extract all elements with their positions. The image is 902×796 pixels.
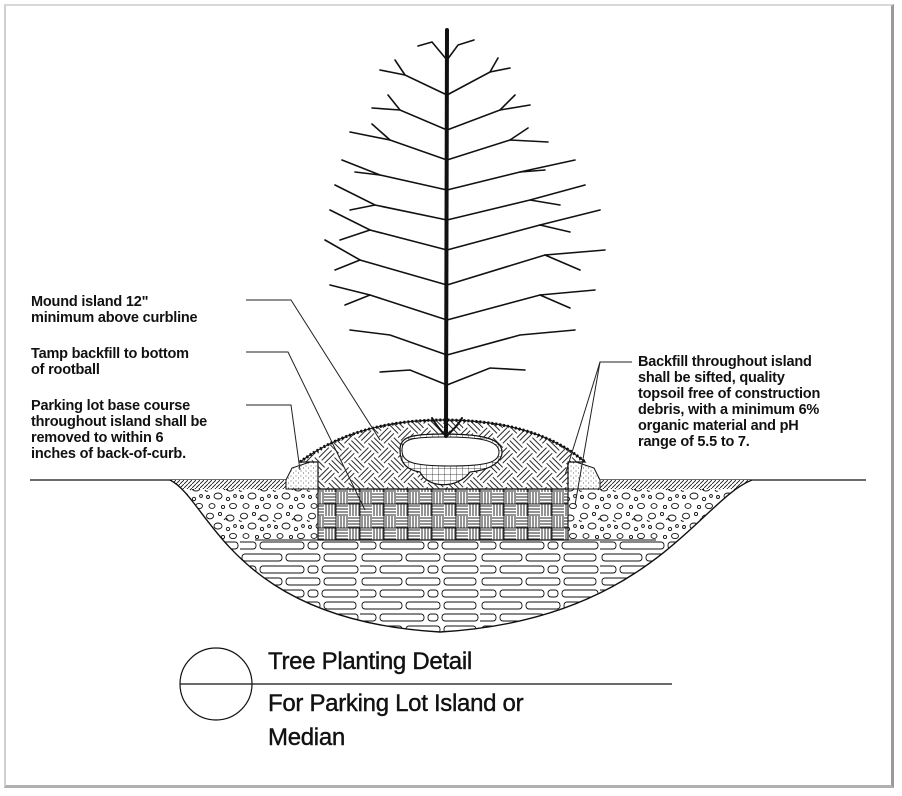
note-line: range of 5.5 to 7. <box>638 434 750 450</box>
subgrade-layer <box>170 540 752 632</box>
note-line: inches of back-of-curb. <box>31 446 186 462</box>
leader-base-course <box>246 404 301 471</box>
note-line: Backfill throughout island <box>638 354 812 370</box>
tree-branches <box>324 39 606 386</box>
detail-subtitle-line1: For Parking Lot Island or <box>268 690 524 717</box>
leader-mound <box>246 299 381 441</box>
backfill-zone <box>317 488 569 541</box>
note-base-course: Parking lot base course throughout islan… <box>31 398 207 462</box>
curb-right <box>567 461 601 490</box>
note-line: minimum above curbline <box>31 310 198 326</box>
pit-outline <box>169 479 753 633</box>
leader-backfill-2 <box>574 361 601 506</box>
note-mound: Mound island 12" minimum above curbline <box>31 294 198 326</box>
note-tamp: Tamp backfill to bottom of rootball <box>31 346 189 378</box>
note-line: removed to within 6 <box>31 430 164 446</box>
leader-tamp <box>246 351 366 511</box>
curb-left <box>285 461 319 490</box>
detail-title: Tree Planting Detail <box>268 648 473 675</box>
note-line: Parking lot base course <box>31 398 190 414</box>
note-line: topsoil free of construction <box>638 386 821 402</box>
tree-trunk <box>444 28 449 438</box>
note-line: Tamp backfill to bottom <box>31 346 189 362</box>
tree <box>324 28 606 438</box>
note-line: debris, with a minimum 6% <box>638 402 820 418</box>
leader-lines <box>246 299 632 511</box>
note-backfill: Backfill throughout island shall be sift… <box>638 354 820 450</box>
drawing-frame <box>4 4 894 788</box>
note-line: shall be sifted, quality <box>638 370 785 386</box>
note-line: of rootball <box>31 362 100 378</box>
note-line: Mound island 12" <box>31 294 149 310</box>
detail-subtitle-line2: Median <box>268 724 346 751</box>
mulch-layer <box>299 418 586 464</box>
note-line: throughout island shall be <box>31 414 208 430</box>
note-line: organic material and pH <box>638 418 799 434</box>
